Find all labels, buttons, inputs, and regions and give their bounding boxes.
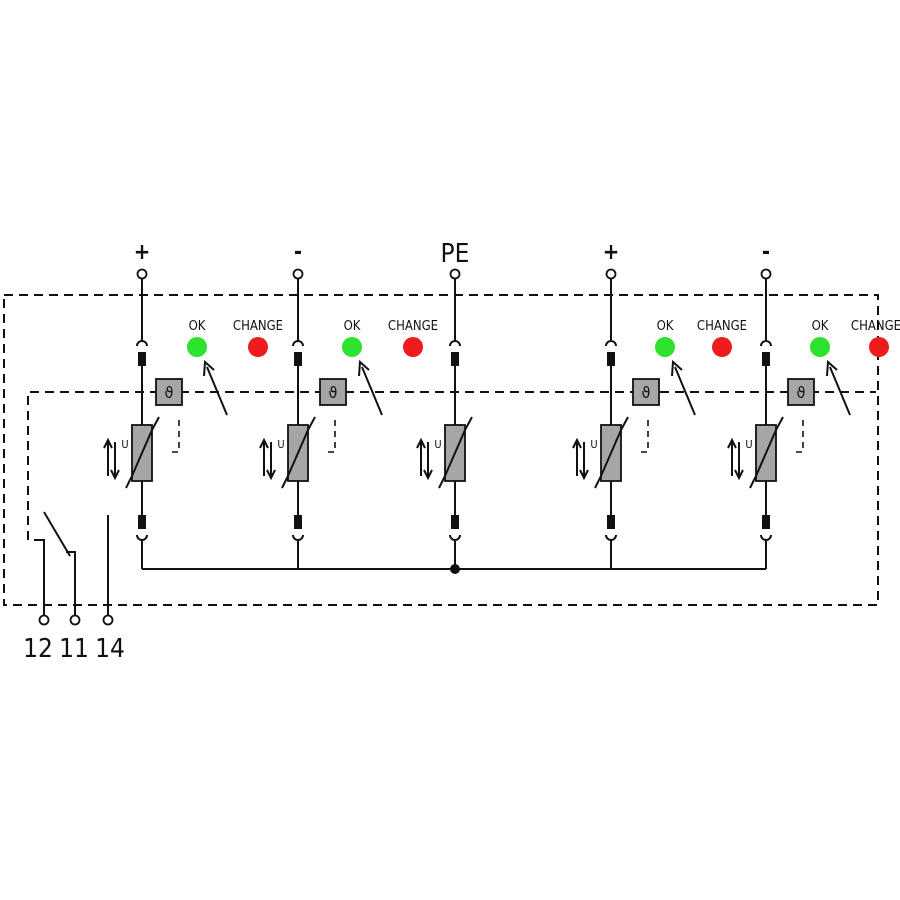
thermal-disconnect [787, 378, 815, 406]
change-indicator [248, 337, 268, 357]
upper-fuse [451, 352, 459, 366]
ok-indicator [655, 337, 675, 357]
change-indicator [869, 337, 889, 357]
voltage-arrow-down [579, 442, 589, 481]
upper-fuse [762, 352, 770, 366]
contact-label-14: 14 [95, 634, 125, 664]
lower-plug-contact [605, 534, 617, 541]
terminal-label-1: + [134, 240, 151, 265]
voltage-arrow-down [423, 442, 433, 481]
lower-plug-contact [449, 534, 461, 541]
branch-5: Uϑ [727, 268, 889, 569]
voltage-arrow-up [259, 437, 269, 476]
indicator-arrow [671, 359, 696, 416]
voltage-label: U [121, 438, 128, 451]
branch-2: Uϑ [259, 268, 423, 569]
branch-4: Uϑ [572, 268, 732, 569]
terminal-label-4: + [603, 240, 620, 265]
upper-plug-contact [760, 340, 772, 347]
contact-label-11: 11 [59, 634, 89, 664]
varistor-slash [749, 416, 784, 489]
lower-plug-contact [292, 534, 304, 541]
lower-plug-contact [136, 534, 148, 541]
voltage-label: U [277, 438, 284, 451]
top-terminal [292, 268, 304, 280]
terminal-label-5: - [762, 240, 770, 265]
voltage-arrow-down [110, 442, 120, 481]
thermal-symbol: ϑ [642, 383, 651, 402]
change-label-4: CHANGE [851, 319, 900, 334]
remote-signal-contact [34, 511, 114, 626]
voltage-label: U [434, 438, 441, 451]
voltage-label: U [745, 438, 752, 451]
change-indicator [403, 337, 423, 357]
change-label-3: CHANGE [697, 319, 747, 334]
top-terminal [760, 268, 772, 280]
varistor-slash [438, 416, 473, 489]
ok-label-3: OK [657, 319, 674, 334]
change-indicator [712, 337, 732, 357]
voltage-label: U [590, 438, 597, 451]
ok-label-4: OK [812, 319, 829, 334]
ok-indicator [187, 337, 207, 357]
contact-label-12: 12 [23, 634, 53, 664]
thermal-link [325, 420, 336, 453]
varistor-slash [594, 416, 629, 489]
ok-indicator [342, 337, 362, 357]
upper-plug-contact [292, 340, 304, 347]
voltage-arrow-up [103, 437, 113, 476]
terminal-label-pe: PE [441, 239, 470, 269]
varistor-slash [281, 416, 316, 489]
branch-1: Uϑ [103, 268, 268, 569]
voltage-arrow-down [734, 442, 744, 481]
ok-label-1: OK [189, 319, 206, 334]
upper-plug-contact [136, 340, 148, 347]
ok-label-2: OK [344, 319, 361, 334]
top-terminal [136, 268, 148, 280]
lower-fuse [451, 515, 459, 529]
thermal-link [793, 420, 804, 453]
indicator-arrow [203, 359, 228, 416]
lower-plug-contact [760, 534, 772, 541]
indicator-arrow [358, 359, 383, 416]
upper-fuse [294, 352, 302, 366]
varistor-slash [125, 416, 160, 489]
thermal-symbol: ϑ [797, 383, 806, 402]
upper-plug-contact [449, 340, 461, 347]
top-terminal [449, 268, 461, 280]
indicator-arrow [826, 359, 851, 416]
thermal-symbol: ϑ [165, 383, 174, 402]
ok-indicator [810, 337, 830, 357]
voltage-arrow-up [572, 437, 582, 476]
thermal-link [638, 420, 649, 453]
thermal-link [169, 420, 180, 453]
lower-fuse [607, 515, 615, 529]
top-terminal [605, 268, 617, 280]
upper-fuse [607, 352, 615, 366]
upper-plug-contact [605, 340, 617, 347]
voltage-arrow-up [727, 437, 737, 476]
lower-fuse [138, 515, 146, 529]
thermal-symbol: ϑ [329, 383, 338, 402]
terminal-label-2: - [294, 240, 302, 265]
branch-3: U [416, 268, 473, 569]
voltage-arrow-down [266, 442, 276, 481]
thermal-disconnect [155, 378, 183, 406]
lower-fuse [294, 515, 302, 529]
thermal-signal-line [27, 391, 876, 540]
housing-boundary [3, 294, 879, 606]
voltage-arrow-up [416, 437, 426, 476]
thermal-disconnect [319, 378, 347, 406]
change-label-2: CHANGE [388, 319, 438, 334]
change-label-1: CHANGE [233, 319, 283, 334]
thermal-disconnect [632, 378, 660, 406]
lower-fuse [762, 515, 770, 529]
upper-fuse [138, 352, 146, 366]
